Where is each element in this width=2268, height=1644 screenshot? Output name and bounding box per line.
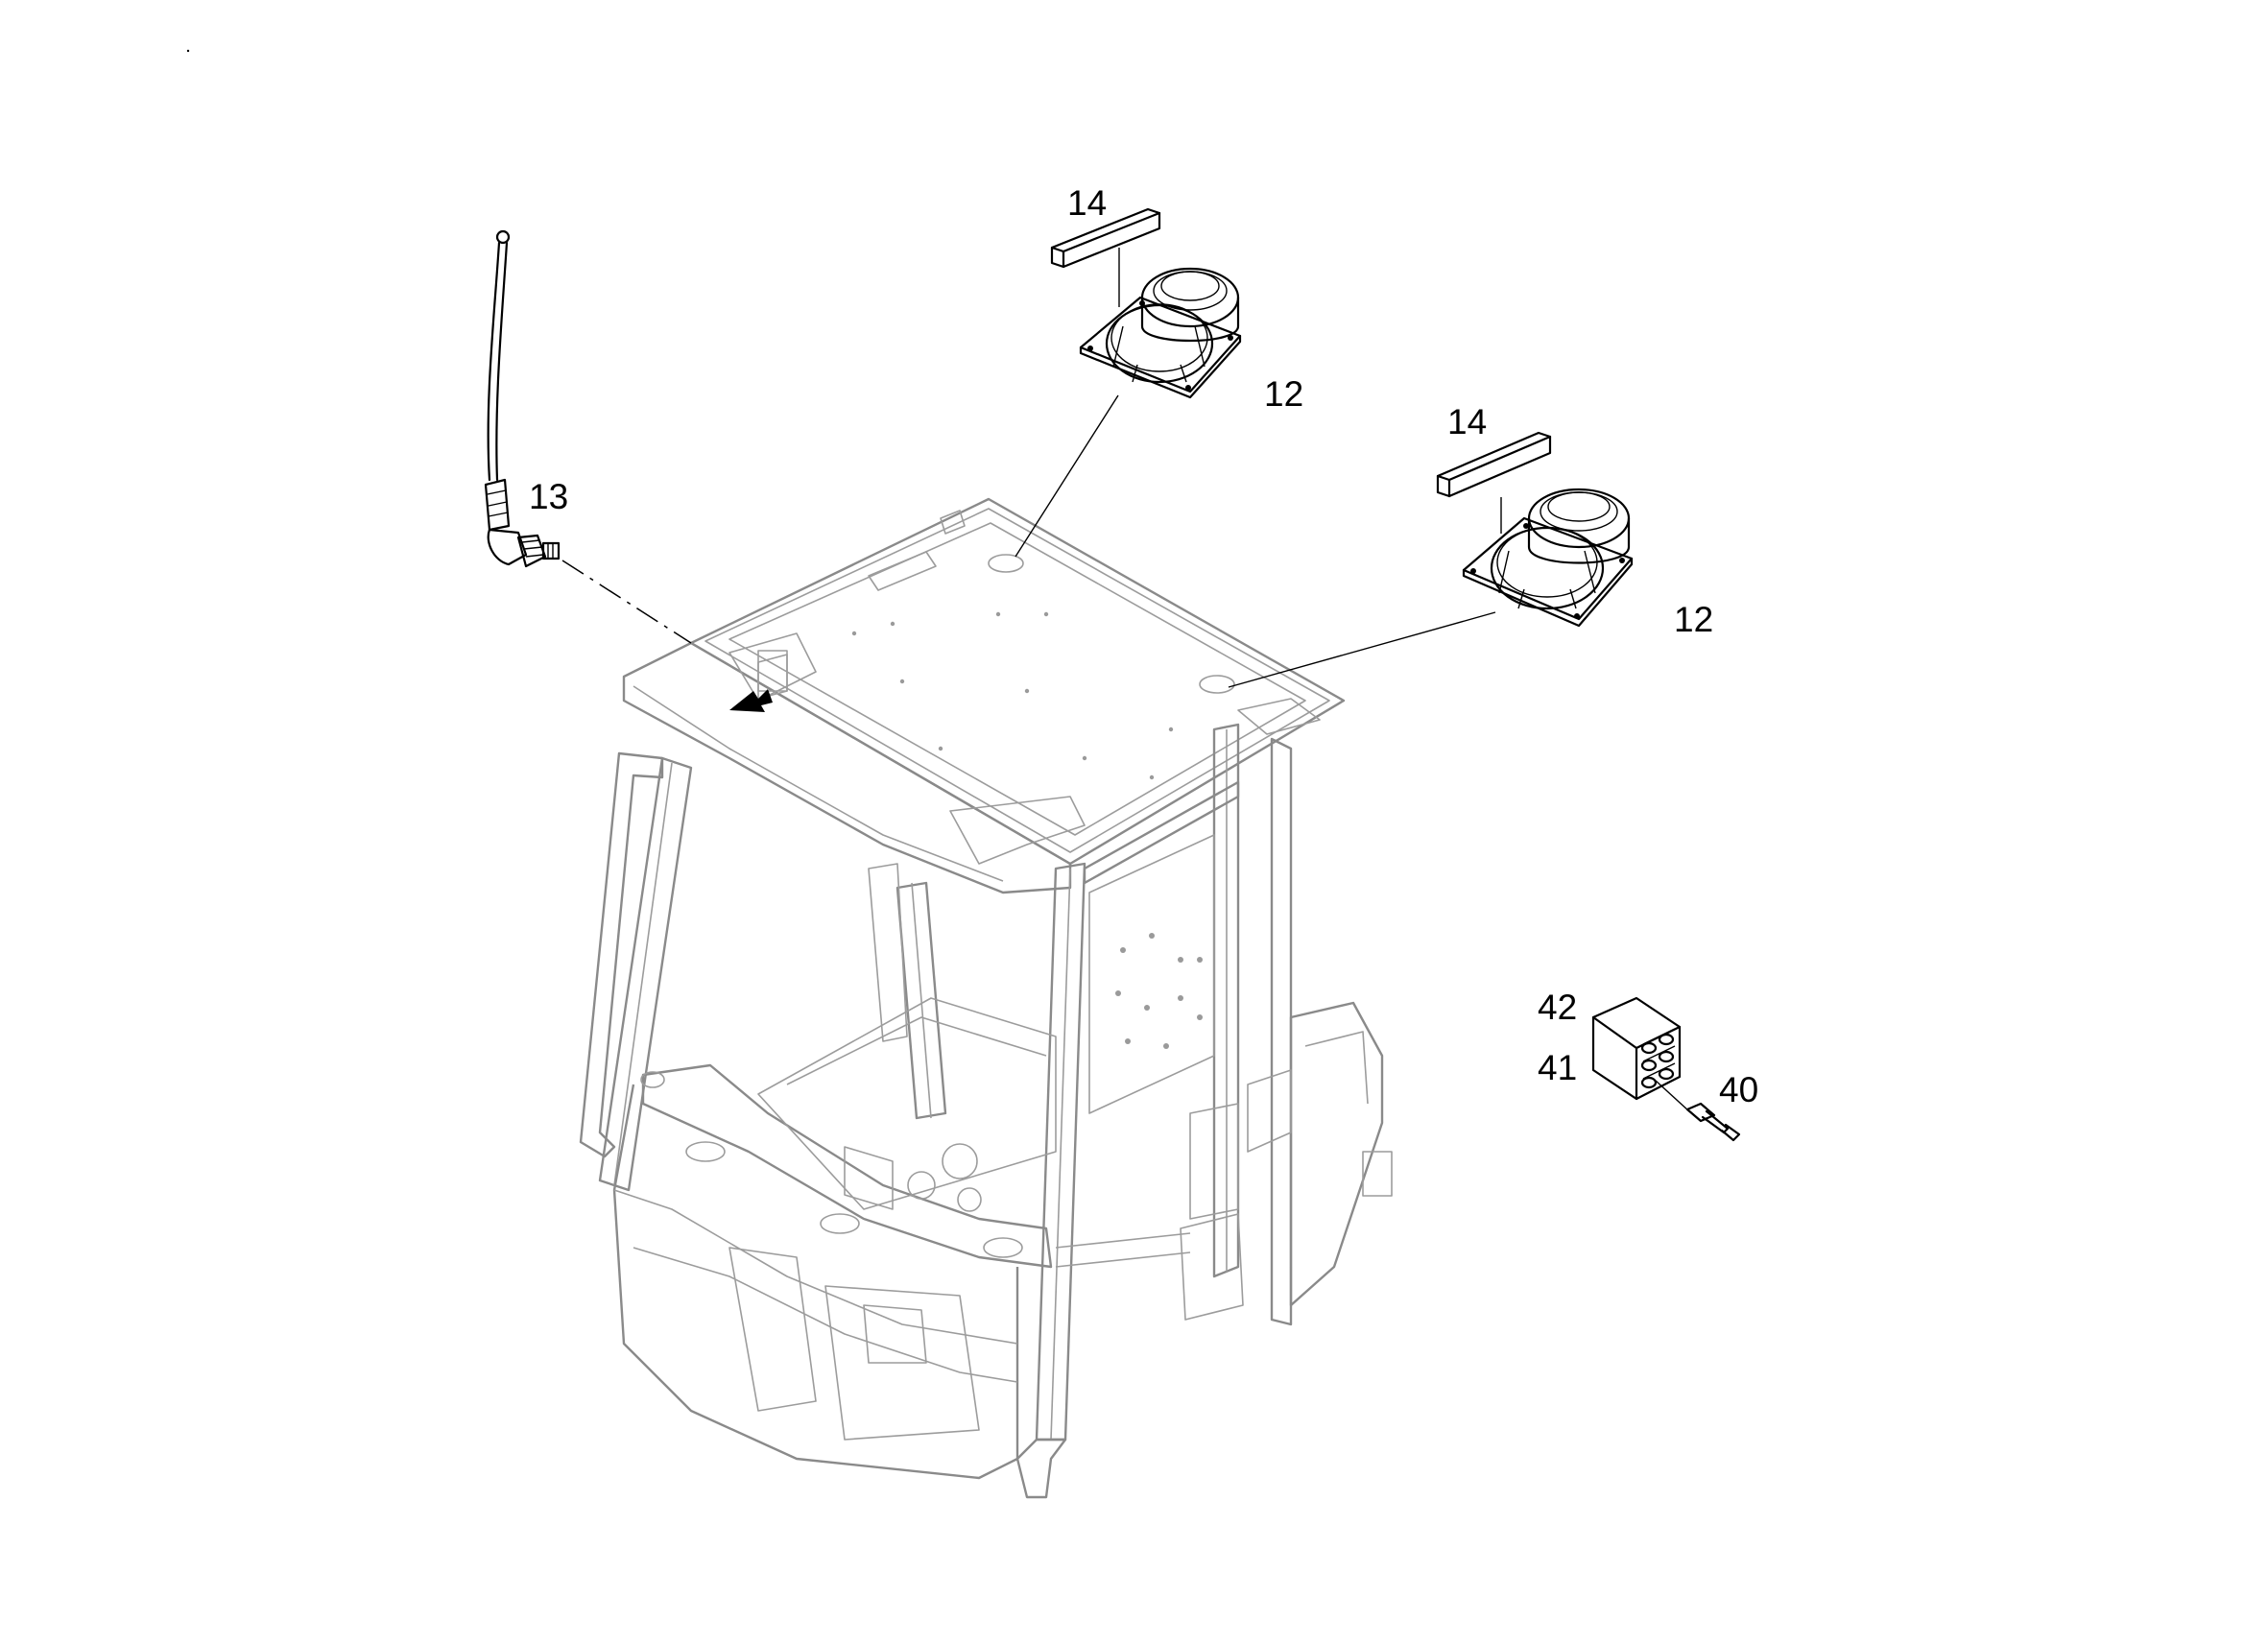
pin-icon (1685, 1102, 1741, 1142)
speaker-icon (1436, 431, 1634, 628)
foam-pad-icon (1436, 431, 1552, 498)
stray-mark (186, 49, 190, 53)
callout-14-rear: 14 (1447, 402, 1487, 441)
callout-13: 13 (529, 477, 568, 516)
callout-40: 40 (1719, 1070, 1758, 1109)
location-arrow (729, 689, 773, 712)
speaker-rear-leader (1228, 611, 1496, 688)
speaker-icon (1050, 207, 1242, 399)
cab-drawing (579, 497, 1393, 1499)
callout-12-front: 12 (1264, 374, 1303, 414)
antenna-icon (484, 229, 561, 568)
callout-12-rear: 12 (1674, 600, 1713, 639)
pin-leader (1655, 1080, 1690, 1112)
callout-14-front: 14 (1067, 183, 1107, 223)
callout-41: 41 (1538, 1048, 1577, 1087)
speaker-front-leader (1015, 394, 1119, 558)
connector-icon (1591, 996, 1682, 1101)
antenna-leader (561, 560, 692, 644)
callout-42: 42 (1538, 988, 1577, 1027)
foam-pad-icon (1050, 207, 1161, 269)
